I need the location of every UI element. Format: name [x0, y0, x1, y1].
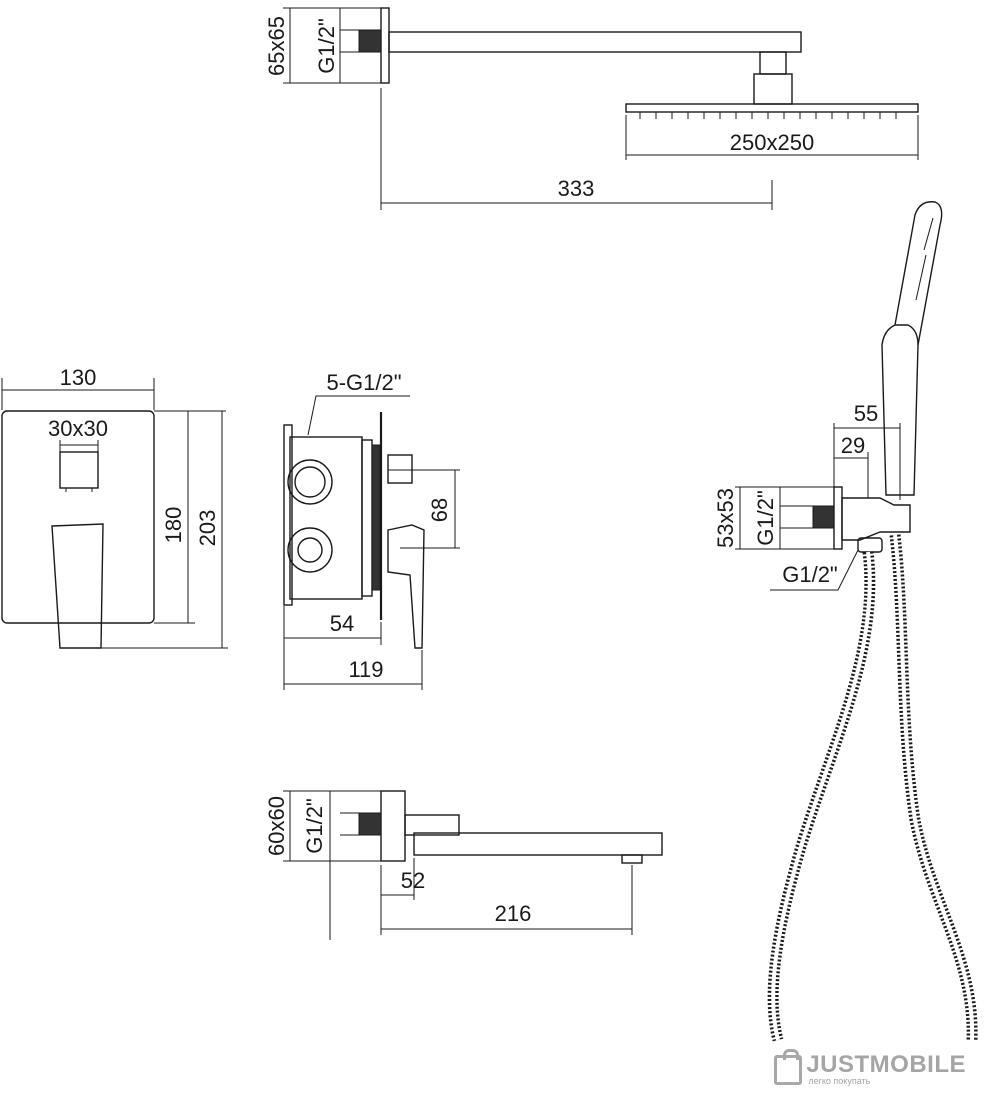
justmobile-watermark: JUSTMOBILE легко покупать	[774, 1049, 966, 1086]
mixer-lever	[51, 523, 104, 649]
holder-thread-label: G1/2"	[753, 490, 778, 546]
watermark-tagline: легко покупать	[808, 1076, 871, 1086]
mixer-width-label: 130	[60, 365, 97, 390]
mixer-front-view: 130 30x30 180 203	[1, 365, 228, 649]
hand-shower-head	[894, 201, 943, 346]
spout-assembly: 60x60 G1/2" 52 216	[264, 790, 663, 940]
spout-flange-size-label: 60x60	[264, 796, 289, 856]
valve-outlet-bottom	[287, 527, 333, 573]
mixer-button	[59, 451, 99, 489]
shower-head-connector	[759, 51, 787, 75]
shopping-bag-icon	[774, 1049, 803, 1085]
mixer-button-size-label: 30x30	[48, 416, 108, 441]
outlet-spacing-label: 68	[427, 498, 452, 522]
valve-cartridge	[371, 444, 381, 591]
shower-head-size-label: 250x250	[730, 130, 814, 155]
mixer-plate	[1, 410, 155, 624]
shower-head-nozzles	[639, 112, 897, 119]
valve-total-depth-label: 119	[348, 657, 383, 682]
valve-button-stem	[387, 454, 413, 484]
shower-arm-thread	[358, 29, 382, 53]
watermark-name: JUSTMOBILE	[806, 1051, 966, 1078]
shower-arm	[388, 31, 802, 53]
valve-body-side-view: 5-G1/2" 68 54 119	[283, 370, 460, 690]
valve-depth-label: 54	[330, 611, 354, 636]
spout-length-label: 216	[495, 901, 532, 926]
holder-outer-label: 55	[854, 401, 878, 426]
hose-thread-label: G1/2"	[782, 562, 838, 587]
holder-inner-label: 29	[841, 433, 865, 458]
spout-outlet	[621, 854, 643, 864]
spout-body	[413, 832, 663, 856]
rain-shower-assembly: 65x65 G1/2" 250x250 333	[264, 7, 919, 210]
holder-flange-size-label: 53x53	[713, 488, 738, 548]
valve-lever	[387, 524, 425, 649]
wall-holder-flange	[833, 486, 843, 550]
spout-thread	[358, 812, 382, 836]
spout-thread-label: G1/2"	[302, 798, 327, 854]
arm-length-label: 333	[558, 176, 595, 201]
valve-outlet-top	[287, 459, 333, 505]
wall-holder-arm	[841, 497, 911, 541]
arm-thread-label: G1/2"	[314, 18, 339, 74]
spout-offset-label: 52	[401, 868, 425, 893]
spout-flange	[380, 790, 406, 862]
rain-shower-head	[625, 103, 919, 113]
arm-flange-size-label: 65x65	[264, 16, 289, 76]
mixer-total-height-label: 203	[195, 510, 220, 547]
shower-arm-flange	[380, 7, 390, 84]
mixer-plate-height-label: 180	[161, 507, 186, 544]
shower-hose-outer	[767, 534, 978, 1042]
valve-outlets-label: 5-G1/2"	[326, 370, 401, 395]
hand-shower-assembly: 55 29 53x53 G1/2" G1/2"	[713, 201, 978, 1042]
wall-holder-thread	[812, 505, 835, 529]
